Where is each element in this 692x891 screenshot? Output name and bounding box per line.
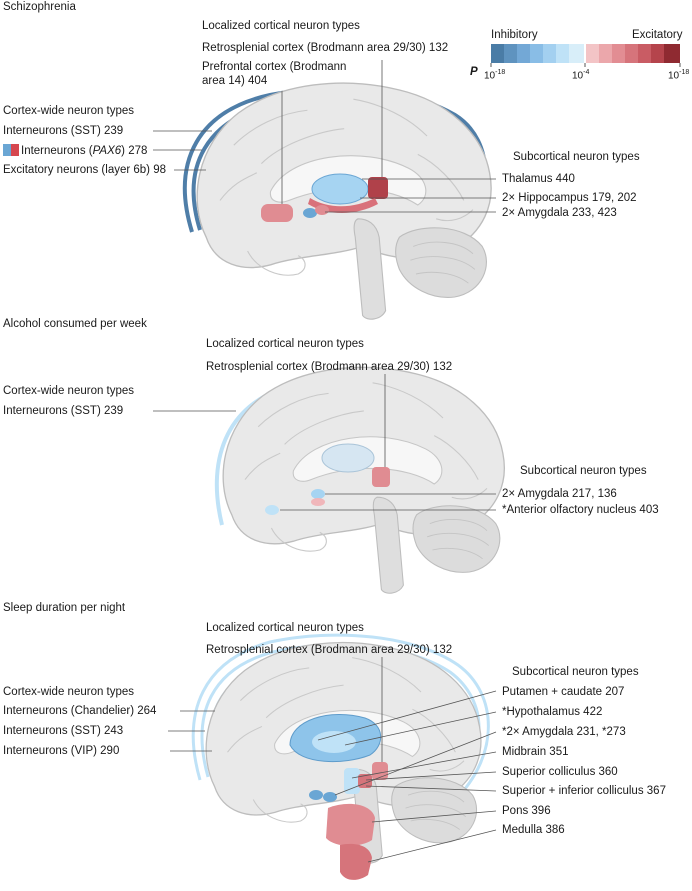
inhibitory-swatch-3 (517, 44, 530, 63)
cortex-header-2: Cortex-wide neuron types (3, 385, 135, 397)
subcortical-item: Midbrain 351 (502, 746, 569, 758)
localized-item: area 14) 404 (202, 75, 268, 87)
cortex-header-3: Cortex-wide neuron types (3, 686, 135, 698)
subcortical-item: Superior colliculus 360 (502, 766, 618, 778)
subcortical-item: 2× Hippocampus 179, 202 (502, 192, 637, 204)
cortex-item: Excitatory neurons (layer 6b) 98 (3, 164, 166, 176)
pax6-inhibitory-swatch (3, 144, 11, 156)
cortex-item: Interneurons (SST) 239 (3, 405, 124, 417)
subcortical-item: *Hypothalamus 422 (502, 706, 603, 718)
cortex-item: Interneurons (Chandelier) 264 (3, 705, 157, 717)
sleep-amygdala-blue-2 (323, 792, 337, 802)
panel-title-sleep: Sleep duration per night (3, 602, 126, 614)
hypothalamus-region (312, 731, 356, 753)
inhibitory-swatch-7 (569, 44, 584, 63)
subcortical-header-2: Subcortical neuron types (520, 465, 647, 477)
alcohol-brain (153, 366, 505, 594)
excitatory-label: Excitatory (632, 29, 683, 41)
subcortical-item: 2× Amygdala 217, 136 (502, 488, 617, 500)
inhibitory-swatch-5 (543, 44, 556, 63)
subcortical-item: 2× Amygdala 233, 423 (502, 207, 617, 219)
amygdala-region-red (315, 205, 329, 215)
subcortical-item: Medulla 386 (502, 824, 565, 836)
inhibitory-swatch-4 (530, 44, 543, 63)
inhibitory-swatch-6 (556, 44, 569, 63)
prefrontal-region (261, 204, 293, 222)
inhibitory-label: Inhibitory (491, 29, 538, 41)
chandelier-arc (191, 633, 490, 802)
subcortical-item: *Anterior olfactory nucleus 403 (502, 504, 659, 516)
inhibitory-swatch-1 (491, 44, 504, 63)
localized-item: Retrosplenial cortex (Brodmann area 29/3… (206, 361, 453, 373)
tick-right: 10-18 (668, 69, 690, 82)
panel-title-alcohol: Alcohol consumed per week (3, 318, 147, 330)
excitatory-swatch-6 (651, 44, 664, 63)
tick-mid: 10-4 (572, 69, 590, 82)
cortex-header-1: Cortex-wide neuron types (3, 105, 135, 117)
olfactory-region (265, 505, 279, 515)
amygdala-region-blue (303, 208, 317, 218)
excitatory-swatch-5 (638, 44, 651, 63)
cortex-item: Interneurons (SST) 243 (3, 725, 124, 737)
subcortical-item: Thalamus 440 (502, 173, 575, 185)
excitatory-swatch-1 (586, 44, 599, 63)
schizophrenia-brain (153, 60, 496, 320)
localized-header-1: Localized cortical neuron types (202, 20, 360, 32)
excitatory-swatch-7 (664, 44, 680, 63)
localized-item: Retrosplenial cortex (Brodmann area 29/3… (202, 42, 449, 54)
inhibitory-swatch-2 (504, 44, 517, 63)
tick-left: 10-18 (484, 69, 506, 82)
subcortical-item: Putamen + caudate 207 (502, 686, 625, 698)
sleep-brain (168, 633, 497, 880)
excitatory-swatch-4 (625, 44, 638, 63)
alcohol-retrosplenial-region (372, 467, 390, 487)
pons-region (326, 803, 375, 846)
retrosplenial-region (368, 177, 388, 199)
cortex-item: Interneurons (VIP) 290 (3, 745, 120, 757)
localized-item: Retrosplenial cortex (Brodmann area 29/3… (206, 644, 453, 656)
excitatory-swatch-3 (612, 44, 625, 63)
alcohol-thalamus-outline (321, 443, 375, 473)
subcortical-header-3: Subcortical neuron types (512, 666, 639, 678)
thalamus-region (311, 173, 369, 205)
p-value-colorbar (490, 44, 681, 67)
localized-header-3: Localized cortical neuron types (206, 622, 364, 634)
pax6-excitatory-swatch (11, 144, 19, 156)
alcohol-amygdala-red (311, 498, 325, 506)
subcortical-item: *2× Amygdala 231, *273 (502, 726, 626, 738)
subcortical-item: Superior + inferior colliculus 367 (502, 785, 666, 797)
localized-header-2: Localized cortical neuron types (206, 338, 364, 350)
sleep-amygdala-blue (309, 790, 323, 800)
cortex-item: Interneurons (PAX6) 278 (21, 145, 148, 157)
panel-title-schizophrenia: Schizophrenia (3, 1, 76, 13)
subcortical-header-1: Subcortical neuron types (513, 151, 640, 163)
cortex-item: Interneurons (SST) 239 (3, 125, 124, 137)
medulla-region (340, 843, 372, 880)
alcohol-amygdala-blue (311, 489, 325, 499)
midbrain-region (344, 768, 360, 794)
localized-item: Prefrontal cortex (Brodmann (202, 61, 347, 73)
excitatory-swatch-2 (599, 44, 612, 63)
subcortical-item: Pons 396 (502, 805, 551, 817)
p-label: P (470, 66, 478, 78)
